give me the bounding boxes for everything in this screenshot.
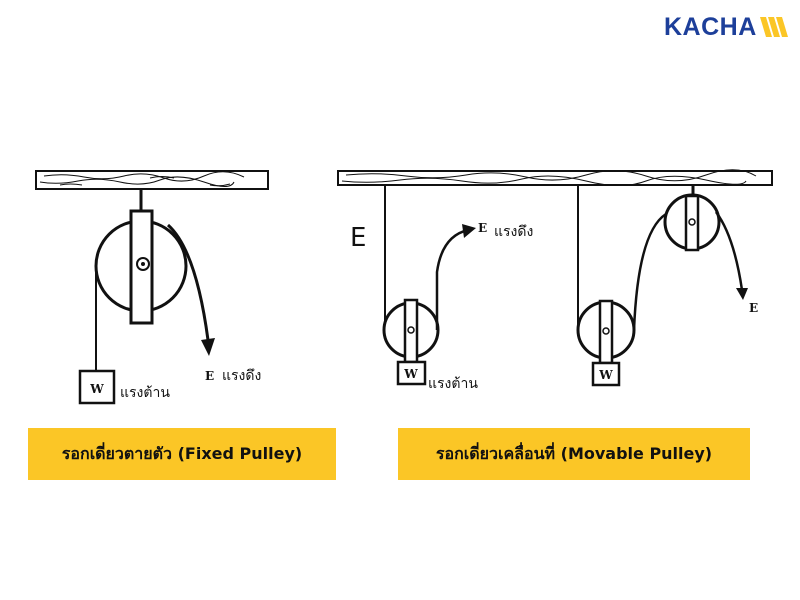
fixed-weight-box: [78, 369, 116, 405]
ceiling-beam-left: [35, 170, 269, 190]
fixed-effort-text: แรงดึง: [222, 368, 261, 384]
combo-effort-label: E: [749, 301, 758, 315]
movable-pulley-caption: รอกเดี่ยวเคลื่อนที่ (Movable Pulley): [398, 428, 750, 480]
kacha-logo: KACHA: [664, 12, 788, 42]
combo-weight-label: W: [598, 368, 613, 382]
fixed-resistance-text: แรงต้าน: [120, 385, 170, 401]
movable-anchor-label: E: [350, 223, 366, 253]
movable-weight-box: [396, 360, 427, 386]
fixed-effort-label: E: [205, 369, 214, 383]
fixed-weight-label: W: [89, 382, 104, 396]
movable-pulley-diagram: E E แรงดึง W แรงต้าน E W: [337, 169, 773, 392]
fixed-pulley-diagram: W แรงต้าน E แรงดึง: [35, 170, 269, 405]
movable-effort-label: E: [478, 221, 487, 235]
fixed-pulley-caption: รอกเดี่ยวตายตัว (Fixed Pulley): [28, 428, 336, 480]
logo-text: KACHA: [664, 13, 757, 41]
logo-stripes-icon: [760, 17, 788, 37]
movable-resistance-text: แรงต้าน: [428, 376, 478, 392]
combo-rope-middle: [632, 212, 667, 331]
movable-effort-text: แรงดึง: [494, 224, 533, 240]
combo-weight-box: [591, 361, 621, 387]
combo-effort-arrow: [736, 288, 748, 300]
movable-rope-effort: [435, 228, 469, 330]
fixed-pulley-rope-right: [166, 223, 210, 341]
ceiling-beam-right: [337, 169, 773, 186]
movable-effort-arrow: [462, 224, 476, 238]
combo-rope-effort: [714, 211, 744, 291]
movable-weight-label: W: [403, 367, 418, 381]
fixed-effort-arrow: [201, 338, 215, 356]
